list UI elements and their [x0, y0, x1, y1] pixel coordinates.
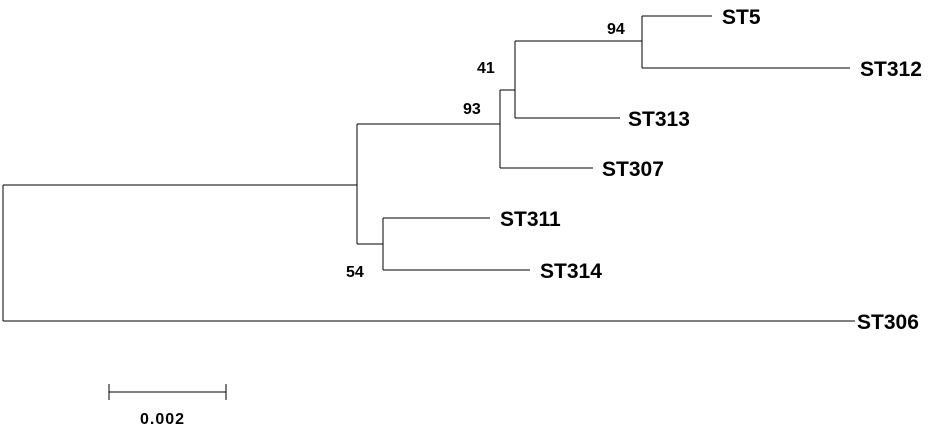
taxon-label-st5: ST5 — [722, 6, 761, 29]
taxon-label-st313: ST313 — [628, 108, 690, 131]
bootstrap-value-node-54: 54 — [346, 264, 364, 281]
scale-bar-label: 0.002 — [140, 411, 185, 428]
scale-bar: 0.002 — [108, 384, 227, 428]
bootstrap-value-node-93: 93 — [463, 101, 481, 118]
taxon-label-st306: ST306 — [857, 311, 919, 334]
taxon-label-st312: ST312 — [860, 58, 922, 81]
taxon-label-st311: ST311 — [500, 208, 561, 231]
taxon-label-st314: ST314 — [540, 260, 602, 283]
taxon-label-st307: ST307 — [602, 158, 664, 181]
bootstrap-value-node-41: 41 — [477, 60, 495, 77]
bootstrap-value-node-94: 94 — [607, 21, 625, 38]
